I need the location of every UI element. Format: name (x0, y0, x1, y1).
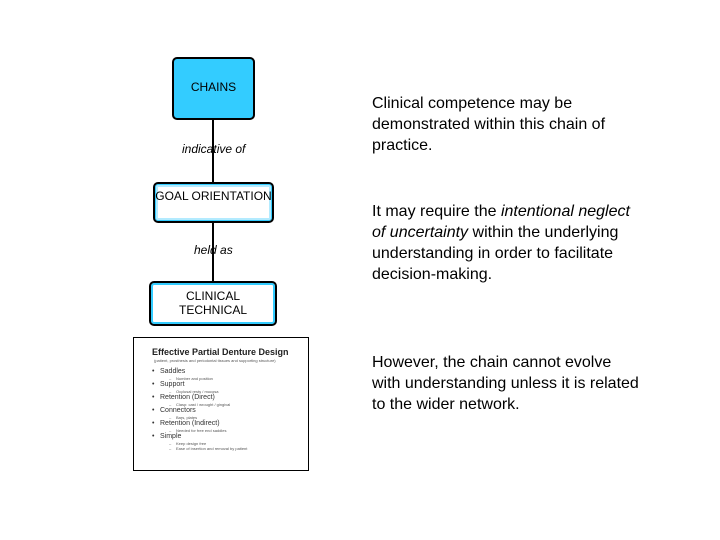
edge-label-held-as: held as (194, 243, 233, 257)
thumbnail-list: Saddles Number and position Support Occl… (152, 368, 247, 451)
list-subitem: Occlusal rests / mucosa (152, 389, 247, 394)
list-subitem: Number and position (152, 376, 247, 381)
paragraph-competence: Clinical competence may be demonstrated … (372, 95, 606, 154)
list-subitem: Bars, plates (152, 415, 247, 420)
list-item: Simple (152, 433, 247, 441)
thumbnail-title: Effective Partial Denture Design (152, 347, 289, 357)
list-item: Saddles (152, 368, 247, 376)
connector-goal-clinical (212, 223, 214, 281)
list-item: Connectors (152, 407, 247, 415)
node-goal-label: GOAL ORIENTATION (155, 189, 272, 203)
thumbnail-subtitle: (patient, prosthesis and periodontal tis… (154, 358, 276, 363)
paragraph-uncertainty-start: It may require the (372, 203, 501, 220)
list-subitem: Keep design free (152, 441, 247, 446)
node-chains: CHAINS (172, 57, 255, 120)
node-clinical-technical: CLINICAL TECHNICAL (149, 281, 277, 326)
list-subitem: Clasp: cast / wrought / gingival (152, 402, 247, 407)
paragraph-network: However, the chain cannot evolve with un… (372, 354, 639, 413)
list-subitem: Ease of insertion and removal by patient (152, 446, 247, 451)
paragraph-uncertainty: It may require the intentional neglect o… (372, 201, 642, 285)
paragraph-uncertainty-end: within the underlying understanding in o… (372, 224, 619, 283)
connector-chains-goal (212, 120, 214, 182)
edge-label-indicative-of: indicative of (182, 142, 246, 156)
node-goal-orientation: GOAL ORIENTATION (153, 182, 274, 223)
node-clinical-label: CLINICAL TECHNICAL (178, 289, 247, 317)
node-chains-label: CHAINS (190, 80, 237, 94)
list-item: Retention (Direct) (152, 394, 247, 402)
slide-thumbnail: Effective Partial Denture Design (patien… (133, 337, 309, 471)
list-item: Support (152, 381, 247, 389)
list-item: Retention (Indirect) (152, 420, 247, 428)
paragraph-uncertainty-emphasis: intentional neglect of uncertainty (372, 203, 630, 241)
list-subitem: Needed for free end saddles (152, 428, 247, 433)
